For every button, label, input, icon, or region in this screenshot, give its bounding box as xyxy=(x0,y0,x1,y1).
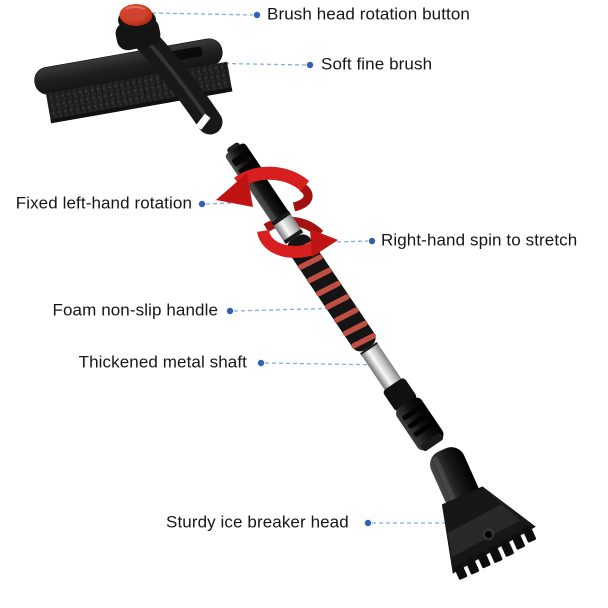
lower-connector xyxy=(383,378,444,451)
left-hand-rotation-arrow xyxy=(216,166,310,207)
leader-dots xyxy=(198,11,376,527)
label-thickened-metal-shaft: Thickened metal shaft xyxy=(78,352,247,372)
leader-thickened-metal-shaft xyxy=(264,362,386,366)
label-right-hand-spin-to-stretch: Right-hand spin to stretch xyxy=(381,230,578,250)
label-fixed-left-hand-rotation: Fixed left-hand rotation xyxy=(15,193,192,213)
right-hand-rotation-arrow xyxy=(257,229,338,258)
ice-breaker-head xyxy=(430,447,537,580)
brush-head xyxy=(34,4,233,135)
label-soft-fine-brush: Soft fine brush xyxy=(321,54,433,74)
label-foam-non-slip-handle: Foam non-slip handle xyxy=(52,300,218,320)
scraper-hole xyxy=(485,531,492,538)
leader-fixed-left-hand-rotation xyxy=(205,202,233,205)
label-brush-head-rotation-button: Brush head rotation button xyxy=(267,4,470,24)
label-sturdy-ice-breaker-head: Sturdy ice breaker head xyxy=(166,512,349,532)
leader-brush-head-rotation-button xyxy=(151,12,254,16)
metal-shaft xyxy=(360,342,402,390)
leader-right-hand-spin-to-stretch xyxy=(336,240,369,243)
telescopic-pole xyxy=(225,142,444,451)
scraper-teeth xyxy=(454,525,537,580)
